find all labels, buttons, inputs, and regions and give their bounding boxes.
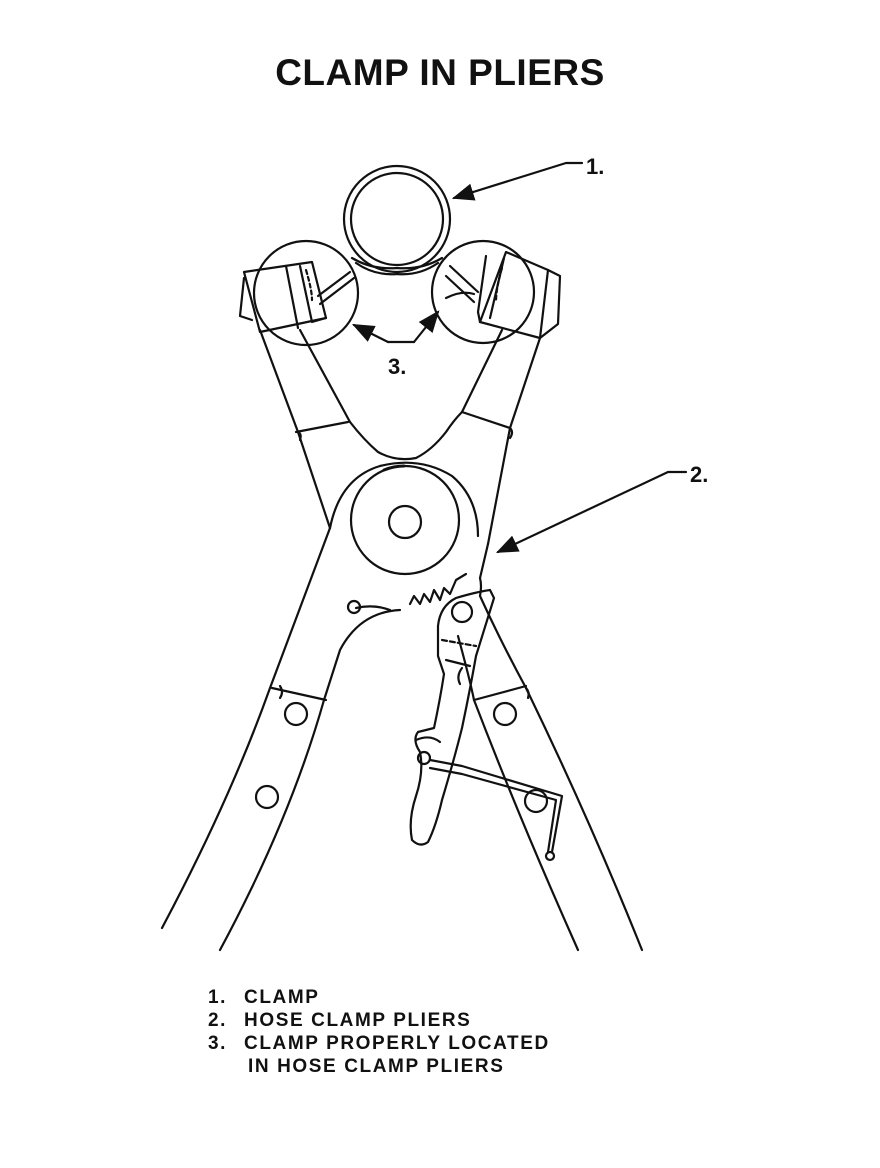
callout-2-label: 2. bbox=[690, 462, 708, 487]
locking-lever bbox=[409, 588, 496, 846]
legend-item-1: 1. CLAMP bbox=[208, 986, 550, 1009]
right-jaw-detail bbox=[430, 239, 562, 345]
legend-item-2-number: 2. bbox=[208, 1010, 228, 1031]
legend-item-3-number: 3. bbox=[208, 1033, 228, 1054]
ratchet-teeth bbox=[408, 572, 468, 606]
right-jaw-arm bbox=[460, 328, 542, 546]
jaw-crotch bbox=[348, 410, 464, 461]
callout-3-leader bbox=[352, 310, 440, 344]
legend-item-1-text: CLAMP bbox=[244, 987, 320, 1008]
legend-item-3-text: CLAMP PROPERLY LOCATED bbox=[244, 1033, 550, 1054]
callout-2-leader bbox=[496, 470, 688, 554]
callout-1-label: 1. bbox=[586, 154, 604, 179]
legend: 1. CLAMP 2. HOSE CLAMP PLIERS 3. CLAMP PROP… bbox=[208, 986, 550, 1078]
spring-wire bbox=[428, 758, 564, 862]
left-jaw-detail bbox=[238, 239, 360, 347]
legend-item-2: 2. HOSE CLAMP PLIERS bbox=[208, 1009, 550, 1032]
pivot-hub bbox=[328, 461, 480, 576]
callout-1-leader bbox=[451, 161, 584, 201]
legend-item-1-number: 1. bbox=[208, 987, 228, 1008]
left-jaw-arm bbox=[258, 328, 352, 530]
clamp-ring bbox=[342, 164, 452, 276]
left-handle bbox=[160, 526, 402, 952]
legend-item-2-text: HOSE CLAMP PLIERS bbox=[244, 1010, 472, 1031]
right-handle bbox=[456, 542, 644, 952]
legend-item-3: 3. CLAMP PROPERLY LOCATED bbox=[208, 1032, 550, 1055]
callout-3-label: 3. bbox=[388, 354, 406, 379]
diagram-title: CLAMP IN PLIERS bbox=[275, 52, 605, 93]
legend-item-3-continuation: IN HOSE CLAMP PLIERS bbox=[248, 1056, 505, 1077]
